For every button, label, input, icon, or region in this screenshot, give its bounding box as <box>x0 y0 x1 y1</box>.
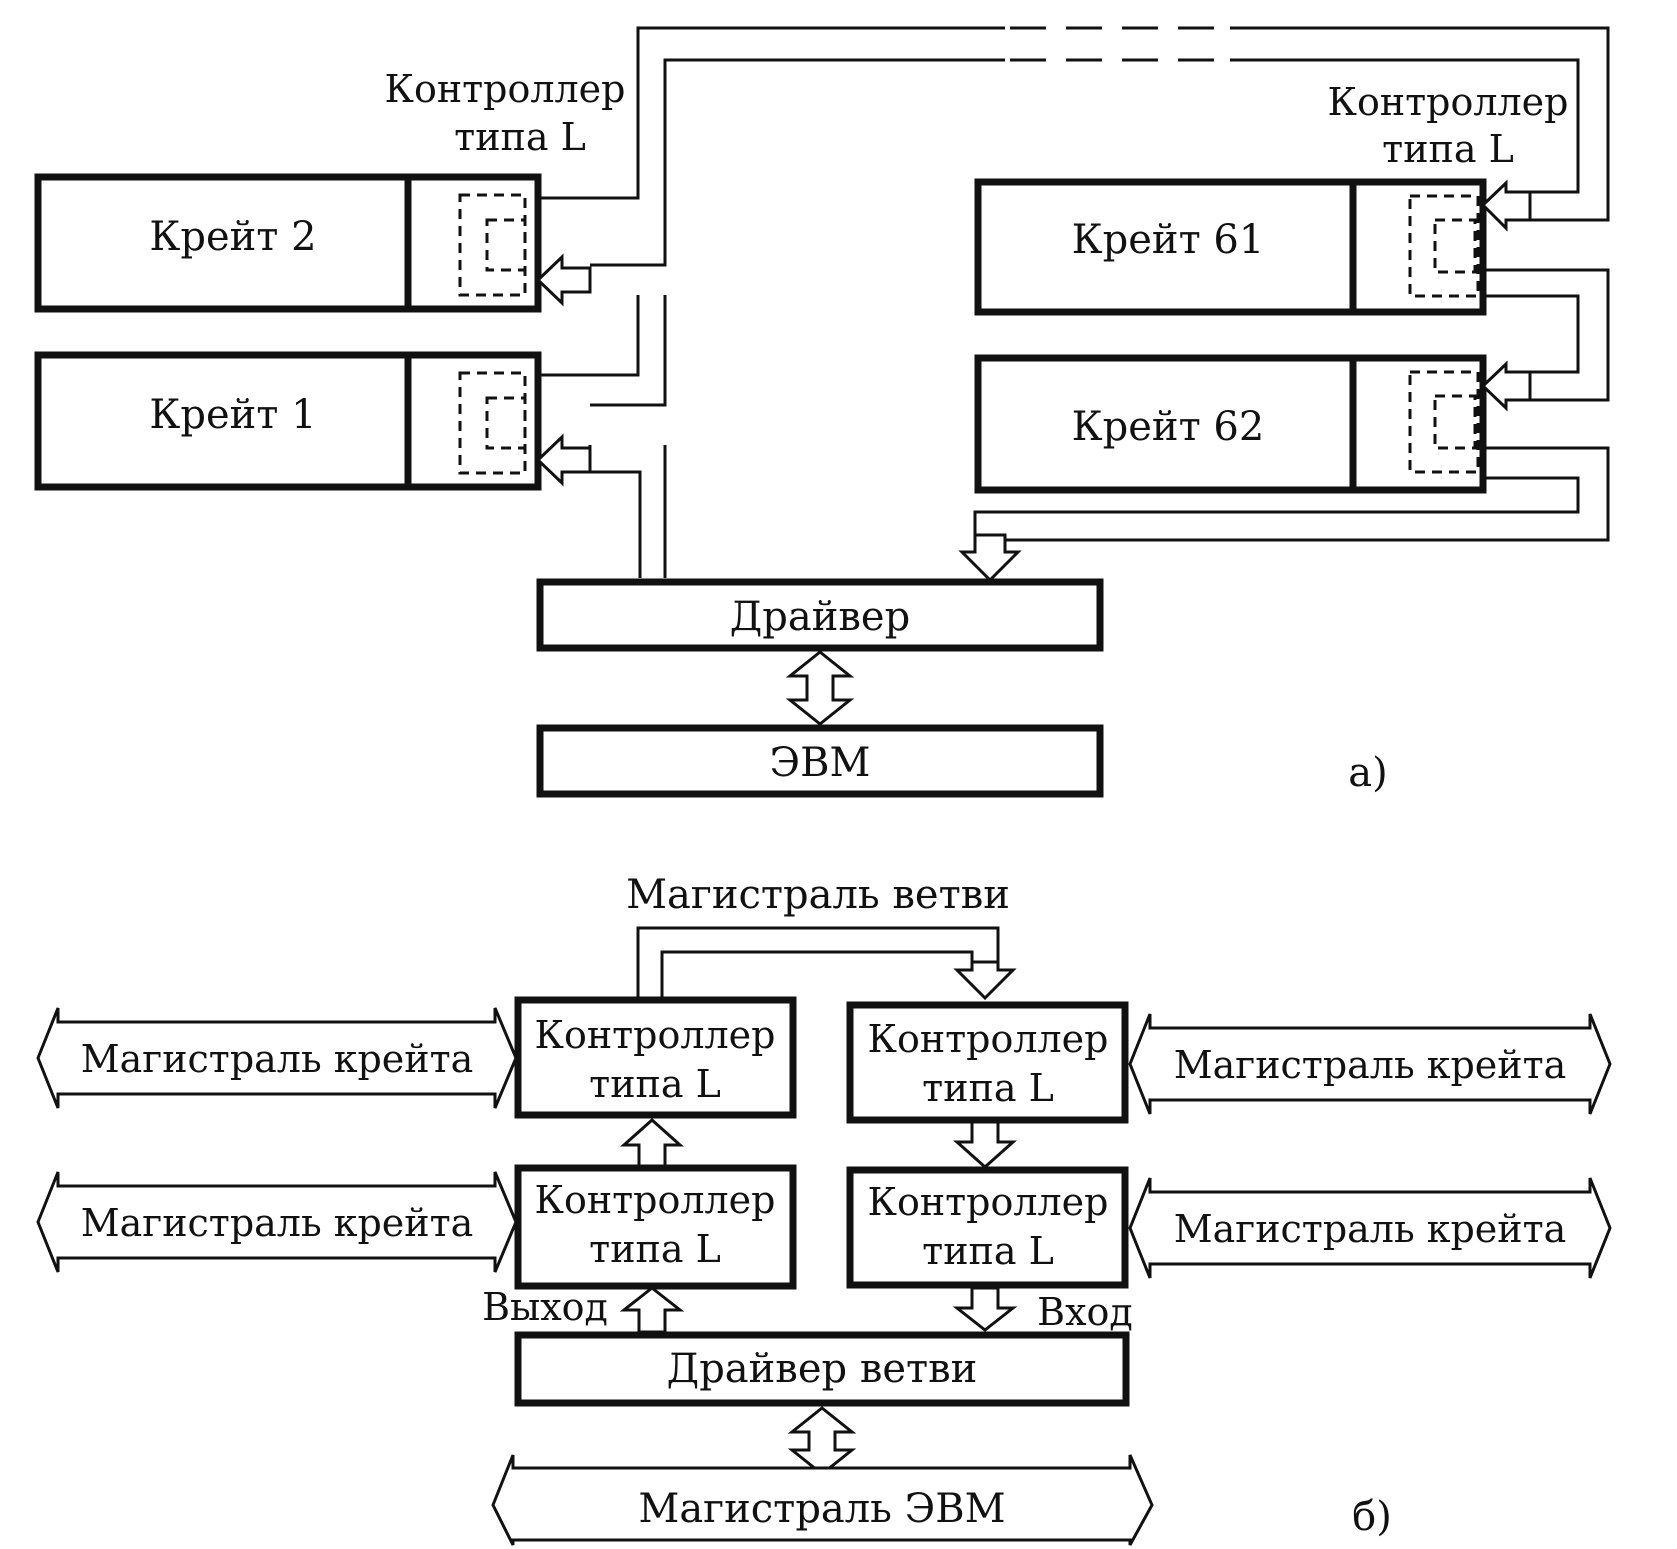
controller-label-left-line1: Контроллер <box>385 67 626 111</box>
controller-top-right-line2: типа L <box>922 1066 1054 1110</box>
crate-62-label: Крейт 62 <box>1072 404 1265 450</box>
computer-box: ЭВМ <box>536 724 1104 798</box>
input-label: Вход <box>1037 1290 1133 1334</box>
computer-bus-label: Магистраль ЭВМ <box>638 1486 1005 1532</box>
crate-bus-right-top <box>1128 1013 1612 1115</box>
crate-61: Крейт 61 <box>974 178 1487 316</box>
input-arrow <box>952 1286 1018 1332</box>
arrow-into-crate-61 <box>1480 179 1532 232</box>
arrow-into-driver <box>958 533 1022 583</box>
bidirectional-arrow-a <box>785 650 855 726</box>
bidirectional-arrow-b <box>787 1406 857 1476</box>
controller-label-right-line2: типа L <box>1382 127 1514 171</box>
arrow-down-between-right-controllers <box>953 1120 1017 1170</box>
crate-62: Крейт 62 <box>974 354 1487 494</box>
branch-bus-outer <box>636 926 1000 998</box>
branch-bus-inner <box>660 950 974 998</box>
controller-bottom-left-line2: типа L <box>589 1227 721 1271</box>
figure-label-a: а) <box>1348 750 1387 796</box>
crate-61-label: Крейт 61 <box>1072 217 1265 263</box>
branch-bus-label: Магистраль ветви <box>626 872 1010 918</box>
controller-bottom-right-line1: Контроллер <box>868 1180 1109 1224</box>
crate-2: Крейт 2 <box>34 173 542 313</box>
crate-bus-left-top-label: Магистраль крейта <box>81 1037 474 1081</box>
arrow-up-between-left-controllers <box>620 1117 684 1168</box>
driver-box: Драйвер <box>536 578 1104 652</box>
driver-label: Драйвер <box>730 594 910 640</box>
computer-label: ЭВМ <box>770 740 871 786</box>
crate-1-label: Крейт 1 <box>149 392 316 438</box>
output-label: Выход <box>482 1285 608 1329</box>
crate-2-label: Крейт 2 <box>149 214 316 260</box>
controller-bottom-left-line1: Контроллер <box>535 1178 776 1222</box>
diagram-a: Крейт 2 Крейт 1 Крейт 61 Крейт 62 <box>34 26 1610 798</box>
controller-top-right-line1: Контроллер <box>868 1017 1109 1061</box>
crate-1: Крейт 1 <box>34 351 542 491</box>
computer-bus <box>491 1454 1154 1546</box>
controller-top-left-line2: типа L <box>589 1062 721 1106</box>
controller-top-right: Контроллер типа L <box>846 1001 1129 1124</box>
controller-top-left-line1: Контроллер <box>535 1013 776 1057</box>
figure-label-b: б) <box>1352 1494 1392 1540</box>
crate-bus-right-bottom-label: Магистраль крейта <box>1174 1207 1567 1251</box>
controller-bottom-left: Контроллер типа L <box>514 1164 797 1290</box>
controller-top-left: Контроллер типа L <box>514 996 797 1119</box>
dashed-link <box>1010 26 1230 62</box>
crate-bus-right-bottom <box>1128 1177 1612 1279</box>
arrow-into-crate-62 <box>1480 360 1532 412</box>
branch-driver-box: Драйвер ветви <box>514 1331 1130 1407</box>
arrow-into-top-right-controller <box>953 960 1017 1001</box>
arrow-into-crate-1 <box>535 433 592 487</box>
diagram-b: Магистраль ветви Магистраль крейта Магис… <box>36 872 1612 1546</box>
controller-label-left-line2: типа L <box>454 115 586 159</box>
arrow-into-crate-2 <box>535 253 592 307</box>
output-arrow <box>619 1286 685 1334</box>
branch-driver-label: Драйвер ветви <box>667 1346 978 1392</box>
left-cable <box>538 26 1005 578</box>
controller-bottom-right-line2: типа L <box>922 1229 1054 1273</box>
controller-label-right-line1: Контроллер <box>1328 80 1569 124</box>
crate-bus-left-bottom-label: Магистраль крейта <box>81 1201 474 1245</box>
controller-bottom-right: Контроллер типа L <box>846 1166 1129 1289</box>
crate-bus-right-top-label: Магистраль крейта <box>1174 1043 1567 1087</box>
